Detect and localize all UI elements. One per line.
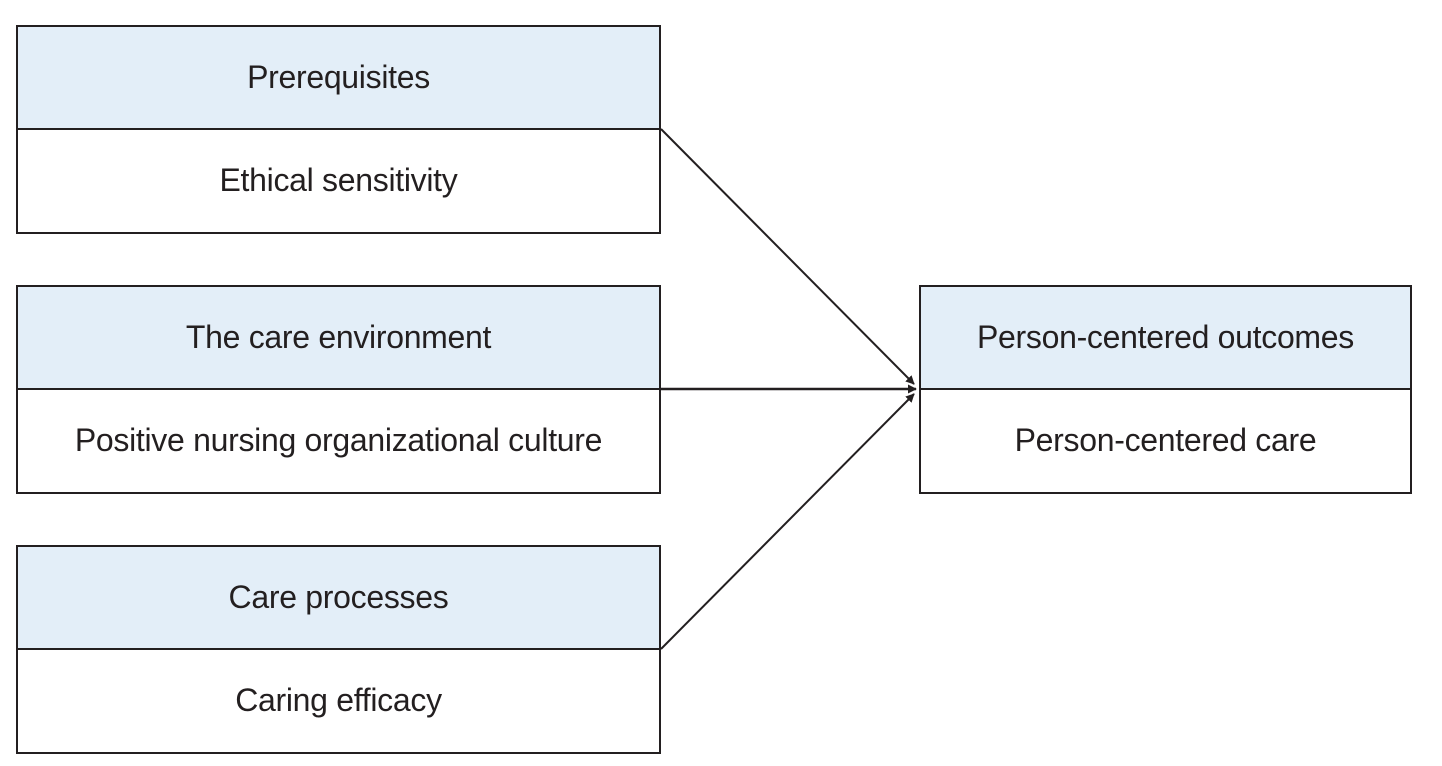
care-environment-box: The care environment Positive nursing or… bbox=[16, 285, 661, 494]
caring-efficacy-label: Caring efficacy bbox=[235, 682, 442, 719]
prerequisites-header: Prerequisites bbox=[18, 27, 659, 130]
prerequisites-box: Prerequisites Ethical sensitivity bbox=[16, 25, 661, 234]
nursing-culture-label: Positive nursing organizational culture bbox=[74, 422, 603, 459]
person-centered-care-label: Person-centered care bbox=[1014, 422, 1317, 459]
arrow-efficacy-to-outcome bbox=[660, 393, 915, 650]
ethical-sensitivity-label: Ethical sensitivity bbox=[219, 162, 458, 199]
care-processes-box: Care processes Caring efficacy bbox=[16, 545, 661, 754]
care-environment-header: The care environment bbox=[18, 287, 659, 390]
care-processes-header: Care processes bbox=[18, 547, 659, 650]
person-centered-outcomes-box: Person-centered outcomes Person-centered… bbox=[919, 285, 1412, 494]
arrow-ethical-to-outcome bbox=[660, 128, 915, 385]
person-centered-outcomes-header: Person-centered outcomes bbox=[921, 287, 1410, 390]
